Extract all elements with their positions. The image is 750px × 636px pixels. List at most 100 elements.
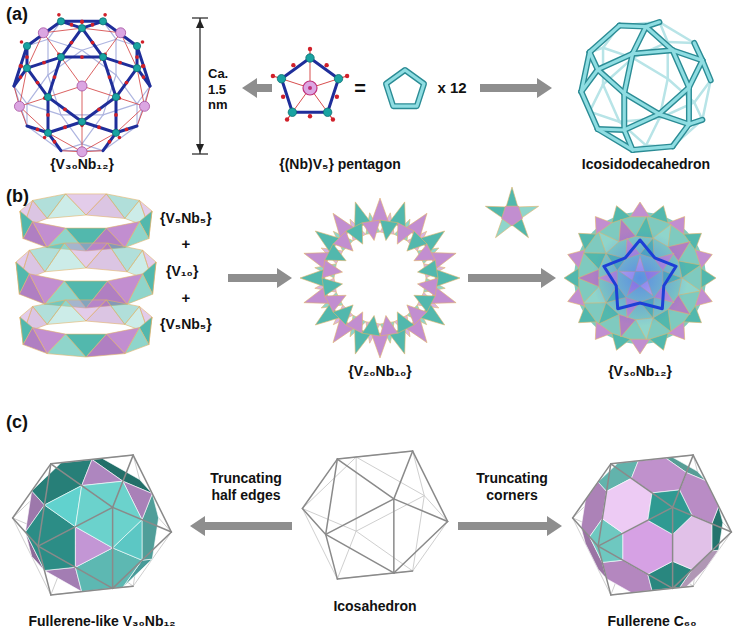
oxygen-atom [80, 21, 84, 25]
process-arrow [190, 516, 292, 536]
oxygen-atom [70, 41, 74, 45]
tube-edge [659, 114, 689, 124]
icosahedron-edge [672, 507, 674, 588]
tube-edge [673, 50, 689, 87]
oxygen-atom [91, 23, 95, 27]
icosahedron-edge [113, 507, 172, 532]
niobium-atom [14, 101, 24, 111]
bond-line [116, 106, 145, 132]
oxygen-atom [19, 75, 23, 79]
dimension-tick [192, 17, 208, 18]
polyhedron-unit [380, 220, 398, 241]
oxygen-atom [25, 55, 29, 59]
front-edge [61, 28, 82, 57]
process-arrow [242, 78, 272, 98]
panel-letter: (b) [6, 186, 29, 208]
pentagon-highlight [604, 240, 676, 309]
tube-edge [673, 124, 689, 146]
tube-edge [581, 92, 597, 129]
panel-letter: (c) [6, 412, 28, 434]
polyhedron-unit [66, 334, 107, 357]
vanadium-atom [133, 65, 140, 72]
tube-edge [673, 124, 689, 146]
plus-sign: + [182, 289, 191, 307]
vanadium-atom [334, 75, 342, 83]
icosahedron-edge [611, 588, 673, 595]
tube-edge [624, 114, 659, 130]
vanadium-atom [23, 42, 30, 49]
tube-edge [598, 70, 625, 94]
icosahedron-edge [13, 518, 38, 546]
polyhedron-unit [346, 223, 363, 244]
dimension-tick [192, 153, 208, 154]
vanadium-atom [57, 53, 64, 60]
oxygen-atom [53, 140, 57, 144]
polyhedron-unit [322, 278, 343, 296]
tube-edge [623, 93, 626, 130]
polyhedron-unit [579, 306, 597, 323]
icosahedron-edge [133, 455, 171, 532]
tube-edge [633, 146, 673, 150]
oxygen-atom [108, 75, 112, 79]
block-label: {V₁₀} [166, 263, 198, 280]
tube-edge [624, 93, 659, 114]
niobium-atom [38, 28, 48, 38]
polyhedron-face [75, 481, 142, 548]
tube-edge [598, 54, 633, 70]
back-edge [668, 41, 695, 44]
oxygen-atom [114, 113, 118, 117]
polyhedron-unit [418, 260, 439, 278]
front-edge [103, 21, 137, 46]
tube-edge [702, 60, 710, 80]
icosahedron-edge [611, 464, 673, 508]
dimension-arrowhead [196, 144, 204, 153]
icosahedron-edge [337, 531, 356, 579]
tube-edge [689, 60, 702, 87]
block-label: {V₅Nb₅} [160, 210, 212, 227]
oxygen-atom [281, 95, 285, 99]
polyhedron-label: Icosahedron [333, 598, 416, 615]
vanadium-atom [288, 108, 296, 116]
niobium-atom [116, 28, 126, 38]
icosahedron-edge [38, 546, 113, 588]
icosahedron-edge [38, 464, 51, 546]
icosahedron-edge [598, 546, 673, 588]
icosahedron-edge [337, 571, 412, 579]
icosahedron-edge [573, 464, 611, 518]
polyhedron-unit [506, 187, 518, 207]
dimension-line [192, 18, 208, 154]
process-arrow [458, 516, 562, 536]
process-arrow [468, 268, 556, 288]
icosahedron-edge [673, 586, 694, 588]
front-edge [82, 122, 116, 133]
front-edge [27, 68, 48, 97]
oxygen-atom [324, 63, 328, 67]
pentagon-outline [386, 70, 424, 106]
process-arrow [480, 78, 552, 98]
icosahedron-edge [38, 546, 51, 595]
cluster-label: {V₃₀Nb₁₂} [608, 363, 672, 380]
oxygen-atom [80, 19, 84, 23]
vanadium-atom [112, 129, 119, 136]
polyhedron-unit [568, 250, 585, 268]
vanadium-atom [277, 75, 285, 83]
icosahedron-edge [673, 532, 732, 588]
icosahedron-edge [356, 457, 424, 496]
tube-edge [590, 26, 620, 53]
oxygen-atom [57, 13, 61, 17]
back-edge [27, 75, 48, 104]
icosahedron-edge [113, 455, 134, 507]
back-edge [115, 39, 116, 75]
building-blocks [16, 194, 156, 357]
polyhedron-unit [322, 260, 343, 278]
polyhedron-unit [579, 233, 597, 250]
oxygen-atom [97, 125, 101, 129]
vanadium-atom [99, 53, 106, 60]
tube-edge [619, 24, 646, 28]
niobium-atom [77, 147, 87, 157]
equals-sign: = [354, 76, 366, 100]
tube-edge [598, 54, 633, 70]
icosahedron-edge [326, 534, 338, 579]
back-edge [26, 104, 27, 126]
